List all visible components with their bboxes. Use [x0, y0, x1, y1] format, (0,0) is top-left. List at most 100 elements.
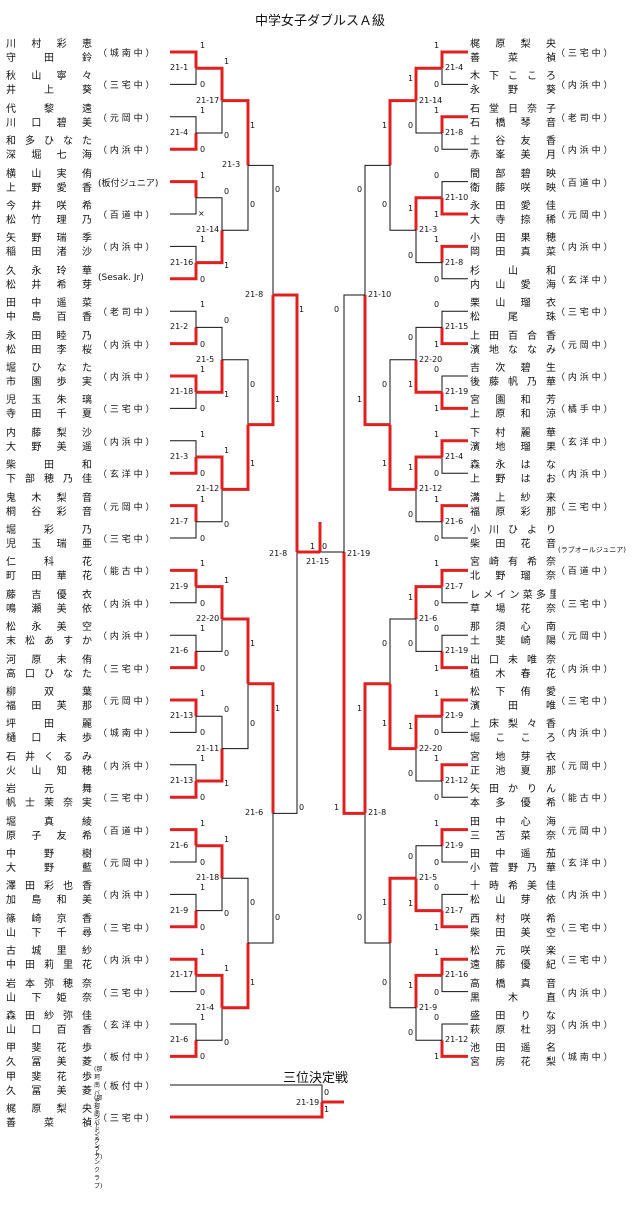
player-name: 森 永 は な [470, 460, 556, 472]
team-name: （ 百 道 中 ） [98, 211, 155, 221]
result-mark: 0 [250, 718, 256, 728]
pair-names: 宮 園 和 芳上 原 和 涼 [470, 394, 556, 422]
player-name: 市 園 歩 実 [6, 377, 92, 388]
player-name: 坪 田 麗 [6, 719, 92, 731]
pair-names: 栗 山 瑠 衣松 尾 珠 [470, 297, 556, 325]
result-mark: 1 [200, 948, 206, 958]
winner-path [388, 683, 416, 751]
bracket-path [170, 764, 197, 781]
result-mark: 1 [382, 718, 388, 728]
team-name: （ 三 宅 中 ） [556, 599, 613, 610]
winner-path [196, 359, 224, 394]
bracket-path [441, 716, 468, 733]
player-name: 堀 彩 乃 [6, 525, 92, 536]
result-mark: 1 [200, 559, 206, 569]
winner-path [440, 828, 468, 846]
score-label: 21-4 [196, 1002, 215, 1012]
winner-path [440, 910, 468, 929]
score-label: 21-12 [419, 484, 443, 494]
score-label: 21-16 [170, 257, 194, 267]
player-name: 矢 野 瑞 季 [6, 233, 92, 245]
result-mark: 0 [434, 365, 440, 374]
winner-path [414, 66, 442, 101]
bracket-path [273, 552, 298, 814]
result-mark: 1 [434, 105, 440, 115]
result-mark: 0 [434, 793, 440, 803]
bracket-path [170, 310, 197, 328]
team-name: （ 内 浜 中 ） [556, 664, 613, 675]
player-name: 加 島 和 美 [6, 895, 92, 907]
result-mark: 1 [408, 203, 414, 213]
pair-names: 上 田 百 合 香濱 地 な な み [470, 330, 556, 358]
score-label: 21-12 [196, 484, 220, 494]
team-name: （ 三 宅 中 ） [556, 308, 613, 319]
player-name: 三 苫 菜 奈 [470, 830, 556, 842]
result-mark: 1 [357, 394, 363, 404]
bracket-path [415, 100, 442, 134]
result-mark: 1 [434, 948, 440, 958]
bracket-path [364, 813, 390, 944]
bracket-path [170, 845, 197, 863]
score-label: 21-7 [445, 581, 464, 591]
bracket-path [441, 975, 468, 993]
player-name: 矢 田 か り ん [470, 784, 556, 796]
team-name: （ 三 宅 中 ） [98, 794, 155, 805]
result-mark: 1 [434, 429, 440, 439]
player-name: 川 村 彩 恵 [6, 39, 92, 50]
bracket-path [441, 68, 468, 85]
player-name: 岩 本 弥 穂 奈 [6, 978, 92, 990]
score-label: 21-3 [419, 225, 438, 235]
team-name: （ 橘 手 中 ） [556, 405, 613, 416]
player-name: 河 原 未 侑 [6, 654, 92, 666]
player-name: 田 中 遥 菜 [6, 298, 92, 310]
player-name: 赤 峯 美 月 [470, 150, 556, 162]
player-name: 土 谷 友 香 [470, 136, 556, 148]
result-mark: 0 [408, 639, 414, 649]
score-label: 21-8 [445, 128, 464, 137]
score-label: 21-5 [419, 873, 438, 883]
result-mark: 0 [224, 131, 230, 140]
bracket-path [170, 634, 197, 652]
result-mark: 1 [434, 210, 440, 219]
team-name: （ 内 浜 中 ） [556, 891, 613, 902]
player-name: 永 野 葵 [470, 85, 556, 97]
result-mark: 1 [434, 494, 440, 504]
result-mark: 0 [434, 1013, 440, 1022]
player-name: 横 山 実 侑 [6, 168, 92, 180]
result-mark: 1 [250, 977, 256, 987]
team-name: （ 内 浜 中 ） [556, 81, 613, 92]
winner-path [196, 844, 224, 879]
team-name: （ 元 岡 中 ） [98, 697, 155, 707]
team-name: （ 元 岡 中 ） [98, 859, 155, 869]
result-mark: 0 [334, 305, 340, 314]
winner-path [440, 392, 468, 410]
winner-path [440, 504, 468, 522]
club-name: (那珂南バドミントンクラブ) [94, 1066, 103, 1162]
player-name: 宮 地 芽 衣 [470, 751, 556, 763]
result-mark: 1 [334, 803, 340, 813]
bracket-path [196, 197, 223, 231]
player-name: 梶 原 梨 央 [6, 1104, 92, 1115]
result-mark: 1 [434, 753, 440, 763]
team-name: （ 老 司 中 ） [556, 113, 613, 124]
bracket-path [170, 521, 197, 539]
bracket-path [196, 715, 223, 749]
result-mark: × [198, 209, 205, 218]
score-label: 21-9 [445, 840, 464, 850]
team-name: （ 三 宅 中 ） [98, 1114, 155, 1124]
score-label: 21-8 [269, 549, 288, 558]
pair-names: 溝 上 紗 来福 原 彩 那 [470, 492, 556, 520]
score-label: 21-9 [170, 581, 189, 591]
player-name: 久 冨 美 菱 [6, 1057, 92, 1069]
bracket-path [441, 586, 468, 604]
result-mark: 0 [434, 858, 440, 867]
player-name: 帆 士 茉 奈 実 [6, 798, 92, 810]
pair-names: 石 堂 日 奈 子石 橋 琴 音 [470, 103, 556, 131]
winner-path [440, 115, 468, 133]
player-name: 内 藤 梨 沙 [6, 427, 92, 439]
player-name: 遠 藤 優 紀 [470, 960, 556, 972]
team-name: （ 三 宅 中 ） [98, 405, 155, 416]
pair-names: 土 谷 友 香赤 峯 美 月 [470, 135, 556, 163]
winner-path [222, 424, 250, 491]
result-mark: 0 [200, 922, 206, 932]
